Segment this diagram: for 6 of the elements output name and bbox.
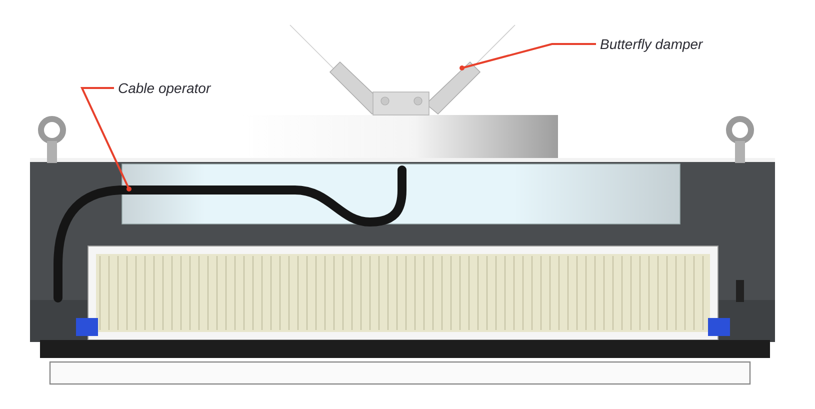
callout-label: Cable operator [118,79,211,97]
cable-drawing [54,166,406,302]
butterfly-damper-drawing [329,61,481,116]
leader-line [80,87,132,192]
leader-line [460,43,596,70]
callout-label: Butterfly damper [600,35,703,53]
